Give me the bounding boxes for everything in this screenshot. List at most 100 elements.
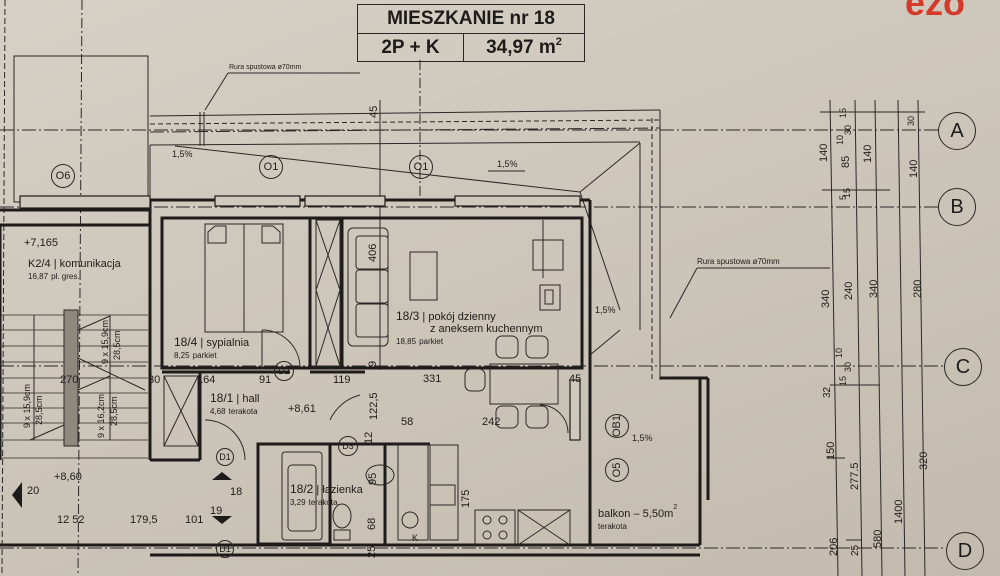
room-name: hall [242,393,260,405]
dim-right-25: 25 [850,544,861,556]
dim-9: 9 [367,360,379,367]
room-label-living: 18/3 | pokój dzienny z aneksem kuchennym… [396,309,543,346]
stair-spec: 9 x 15,9cm [22,383,32,428]
window-tag-o5: O5 [605,458,629,482]
dim-95: 95 [367,472,379,485]
dim-25: 25 [366,545,378,558]
dim-right-580: 580 [872,529,884,548]
dim-30: 30 [148,374,161,386]
step-count-19: 19 [210,505,223,517]
roof-slope: 1,5% [497,159,518,169]
dim-right-140: 140 [862,144,874,163]
dim-right-140: 140 [818,143,830,162]
level-mark-stair: +8,60 [54,471,82,483]
roof-slope: 1,5% [632,433,653,443]
roof-slope: 1,5% [172,149,193,159]
roof-slope: 1,5% [595,305,616,315]
room-area: 16,87 [28,272,49,281]
dim-right-10: 10 [834,347,844,358]
room-label-bedroom: 18/4 | sypialnia 8,25 parkiet [174,335,250,360]
room-name: łazienka [322,484,363,496]
room-number: 18/3 [396,309,420,323]
dim-right-140: 140 [908,159,920,178]
stair-spec: 9 x 15,9cm [100,319,110,364]
dim-68: 68 [366,517,378,530]
window-tag-o1: O1 [259,155,283,179]
window-tag-ob1: OB1 [605,414,629,438]
area-value: 34,97 m [486,36,556,58]
dim-45: 45 [368,105,380,118]
kitchen-k-mark: K [412,533,419,543]
door-tag-d1: D1 [216,448,234,466]
step-count-18: 18 [230,486,243,498]
dim-right-32: 32 [822,386,833,398]
red-marker-text: ezo [905,0,966,23]
room-number: 18/4 [174,335,198,349]
balcony-area-sup: 2 [673,504,678,511]
drainpipe-note-top: Rura spustowa ø70mm [229,64,302,71]
room-area: 3,29 [290,498,306,507]
balcony-floor: terakota [598,522,627,531]
dim-119: 119 [333,374,351,386]
stair-spec: 28,5cm [34,395,44,425]
dim-331: 331 [423,373,442,385]
dim-right-30: 30 [906,115,916,126]
room-floor: terakota [228,407,258,416]
dim-164: 164 [197,374,216,386]
room-area: 8,25 [174,351,190,360]
room-name: sypialnia [206,337,250,349]
dim-right-240: 240 [843,281,855,300]
room-floor: pł. gres. [51,272,80,281]
room-floor: terakota [308,498,338,507]
dim-right-30: 30 [843,124,853,135]
apartment-layout: 2P + K [358,34,464,61]
stair-spec: 28,5cm [112,330,122,360]
dim-right-320: 320 [918,451,930,470]
dim-12: 12 [363,431,375,444]
dim-175: 175 [460,489,472,508]
dim-12-52: 12 52 [57,514,85,526]
room-name-line2: z aneksem kuchennym [430,323,543,335]
dim-242: 242 [482,416,501,428]
grid-axis-d: D [946,532,984,570]
dim-270: 270 [60,374,79,386]
dim-right-150: 150 [825,441,837,460]
door-tag-d3: D3 [338,436,358,456]
apartment-title: MIESZKANIE nr 18 [358,5,584,34]
dim-101: 101 [185,514,204,526]
room-label-bathroom: 18/2 | łazienka 3,29 terakota [290,482,363,507]
dim-right-206: 206 [828,537,840,556]
dim-right-10: 10 [835,134,845,145]
dim-right-277-5: 277.5 [849,462,861,490]
balcony-name: balkon [598,508,631,520]
room-number: 18/2 [290,482,314,496]
grid-axis-b: B [938,188,976,226]
room-floor: parkiet [192,351,217,360]
dim-right-340: 340 [820,289,832,308]
dim-58: 58 [401,416,414,428]
dim-122-5: 122,5 [368,392,380,420]
level-mark-communication: +7,165 [24,237,58,249]
door-tag-d1: D1 [216,540,234,558]
dim-right-340: 340 [868,279,880,298]
dim-right-1400: 1400 [893,499,905,524]
door-tag-d2: D2 [274,361,294,381]
stair-spec: 9 x 16,2cm [96,393,106,438]
room-label-communication: K2/4 | komunikacja 16,87 pł. gres. [28,258,121,281]
dim-right-85: 85 [840,155,852,168]
room-area: 18,85 [396,337,417,346]
dim-right-15: 15 [838,107,848,118]
level-mark-hall: +8,61 [288,403,316,415]
dim-right-280: 280 [912,279,924,298]
dim-406: 406 [367,243,379,262]
area-unit-sup: 2 [555,35,562,48]
balcony-label: balkon – 5,50m2 terakota [598,504,678,531]
stair-spec: 28,5cm [109,396,119,426]
room-name: pokój dzienny [428,311,496,323]
dim-179-5: 179,5 [130,514,158,526]
dim-right-30: 30 [843,361,853,372]
grid-axis-a: A [938,112,976,150]
